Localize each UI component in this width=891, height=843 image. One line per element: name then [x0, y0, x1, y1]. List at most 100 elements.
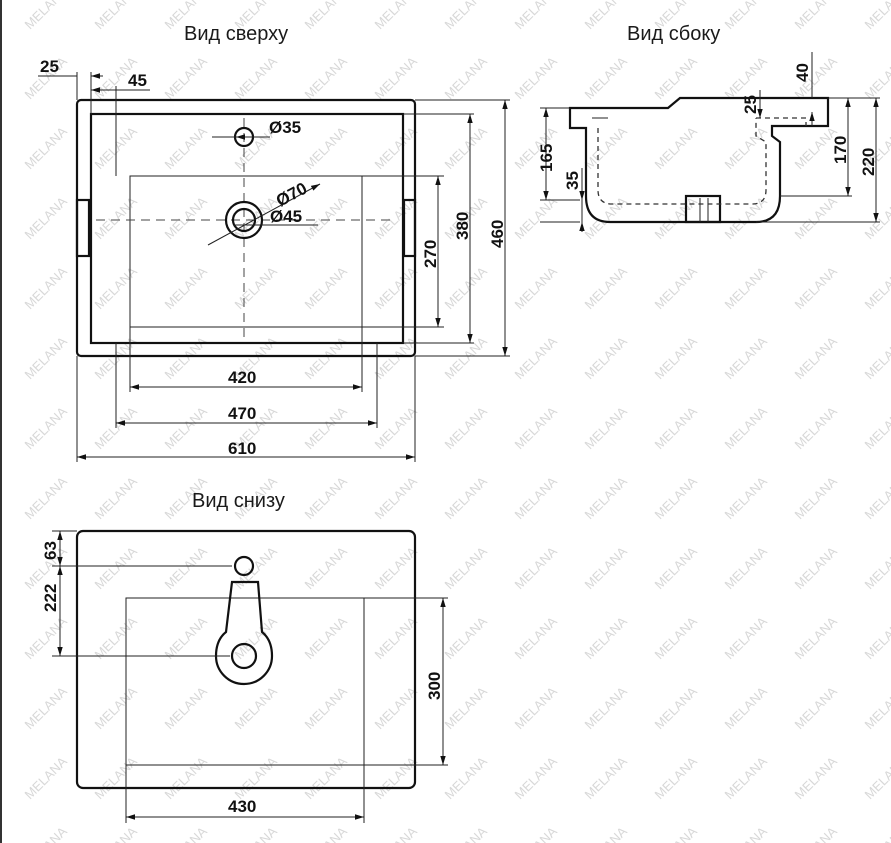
watermark-text: MELANA [162, 613, 211, 662]
side-view: Вид сбоку 165 35 40 25 170 220 [537, 23, 880, 232]
watermark-text: MELANA [372, 0, 421, 32]
side-inner-wall [597, 118, 767, 205]
watermark-text: MELANA [302, 683, 351, 732]
watermark-text: MELANA [512, 0, 561, 32]
bottom-bowl [125, 597, 365, 766]
watermark-text: MELANA [22, 333, 71, 382]
watermark-text: MELANA [92, 613, 141, 662]
watermark-text: MELANA [862, 473, 891, 522]
watermark-text: MELANA [792, 0, 841, 32]
watermark-text: MELANA [652, 753, 701, 802]
watermark-text: MELANA [582, 193, 631, 242]
watermark-text: MELANA [652, 823, 701, 843]
watermark-text: MELANA [722, 263, 771, 312]
watermark-text: MELANA [722, 0, 771, 32]
watermark-text: MELANA [162, 53, 211, 102]
bottom-view-title: Вид снизу [192, 490, 285, 512]
watermark-text: MELANA [442, 123, 491, 172]
watermark-text: MELANA [792, 473, 841, 522]
watermark-text: MELANA [862, 753, 891, 802]
watermark-text: MELANA [792, 753, 841, 802]
watermark-text: MELANA [862, 53, 891, 102]
watermark-text: MELANA [302, 0, 351, 32]
watermark-text: MELANA [862, 0, 891, 32]
dim-470: 470 [228, 404, 256, 423]
watermark-text: MELANA [512, 683, 561, 732]
dim-35-side: 35 [563, 171, 582, 190]
watermark-text: MELANA [372, 683, 421, 732]
watermark-text: MELANA [862, 263, 891, 312]
top-right-tab [402, 198, 417, 258]
watermark-text: MELANA [582, 53, 631, 102]
watermark-text: MELANA [862, 823, 891, 843]
watermark-text: MELANA [372, 53, 421, 102]
dim-300: 300 [425, 672, 444, 700]
watermark-text: MELANA [582, 333, 631, 382]
watermark-text: MELANA [512, 53, 561, 102]
watermark-text: MELANA [722, 53, 771, 102]
watermark-text: MELANA [722, 823, 771, 843]
watermark-text: MELANA [92, 193, 141, 242]
watermark-text: MELANA [232, 683, 281, 732]
watermark-text: MELANA [372, 473, 421, 522]
top-view-title: Вид сверху [184, 23, 288, 45]
watermark-text: MELANA [862, 333, 891, 382]
watermark-text: MELANA [302, 543, 351, 592]
watermark-text: MELANA [442, 753, 491, 802]
dim-35-hole: Ø35 [269, 118, 301, 137]
watermark-text: MELANA [162, 193, 211, 242]
watermark-text: MELANA [22, 0, 71, 32]
dim-420: 420 [228, 368, 256, 387]
watermark-text: MELANA [302, 473, 351, 522]
watermark-text: MELANA [862, 683, 891, 732]
watermark-text: MELANA [232, 753, 281, 802]
watermark-text: MELANA [22, 683, 71, 732]
watermark-text: MELANA [442, 613, 491, 662]
watermark-text: MELANA [302, 333, 351, 382]
watermark-text: MELANA [512, 473, 561, 522]
watermark-text: MELANA [792, 683, 841, 732]
watermark-text: MELANA [722, 403, 771, 452]
watermark-text: MELANA [512, 543, 561, 592]
watermark-text: MELANA [162, 543, 211, 592]
bottom-outline [75, 529, 417, 790]
watermark-text: MELANA [512, 333, 561, 382]
watermark-text: MELANA [652, 53, 701, 102]
side-drain-pipe [684, 194, 722, 224]
watermark-text: MELANA [792, 263, 841, 312]
watermark-text: MELANA [442, 473, 491, 522]
watermark-text: MELANA [442, 263, 491, 312]
watermark-text: MELANA [442, 683, 491, 732]
watermark-text: MELANA [722, 333, 771, 382]
watermark-text: MELANA [582, 613, 631, 662]
dim-45-drain: Ø45 [270, 207, 302, 226]
watermark-text: MELANA [722, 753, 771, 802]
dim-270: 270 [421, 240, 440, 268]
watermark-text: MELANA [652, 613, 701, 662]
dim-45-top: 45 [128, 71, 147, 90]
watermark-text: MELANA [302, 613, 351, 662]
watermark-text: MELANA [162, 823, 211, 843]
watermark-text: MELANA [722, 543, 771, 592]
watermark-text: MELANA [862, 543, 891, 592]
watermark-text: MELANA [162, 263, 211, 312]
watermark-text: MELANA [162, 753, 211, 802]
watermark-text: MELANA [442, 823, 491, 843]
watermark-text: MELANA [92, 753, 141, 802]
dim-460: 460 [488, 220, 507, 248]
watermark-text: MELANA [862, 403, 891, 452]
drain-inner [231, 207, 257, 233]
watermark-text: MELANA [582, 0, 631, 32]
watermark-text: MELANA [722, 613, 771, 662]
watermark-text: MELANA [512, 403, 561, 452]
watermark-text: MELANA [162, 683, 211, 732]
watermark-text: MELANA [372, 263, 421, 312]
watermark-text: MELANA [652, 403, 701, 452]
watermark-text: MELANA [22, 193, 71, 242]
top-bowl [129, 175, 363, 328]
watermark-text: MELANA [652, 333, 701, 382]
dim-70-drain: Ø70 [273, 179, 310, 211]
dim-25-top: 25 [40, 57, 59, 76]
dim-25-side: 25 [741, 95, 760, 114]
